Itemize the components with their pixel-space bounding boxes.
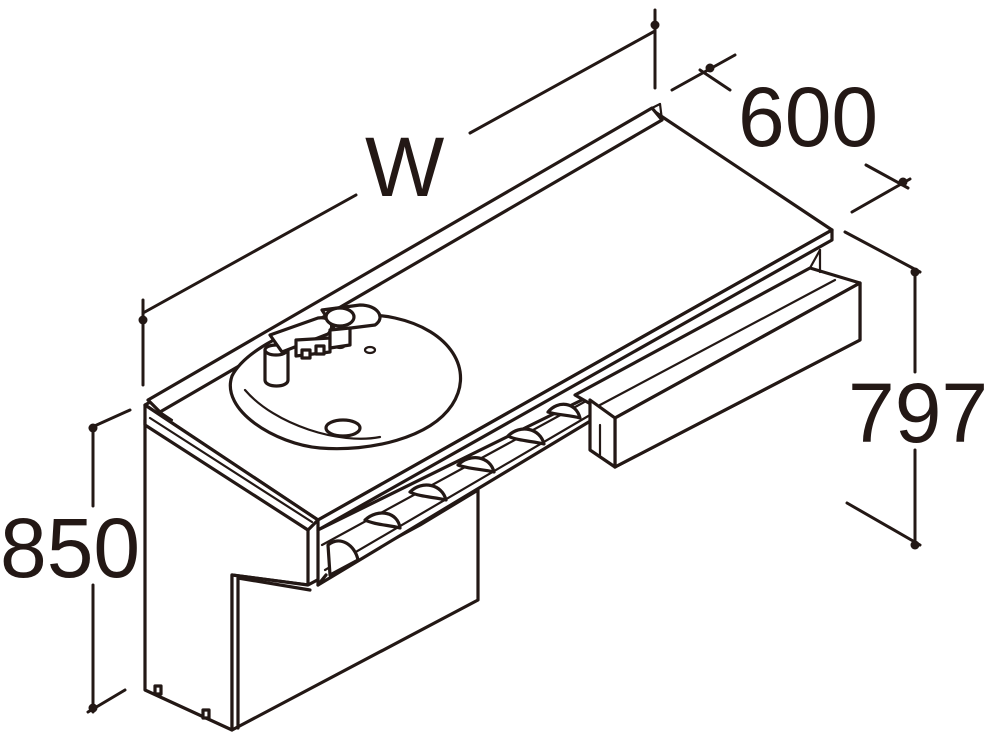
drain-icon [324,418,362,438]
counter-height-label: 797 [848,366,984,460]
shelf-bowls [326,402,582,577]
faucet-icon [263,303,382,388]
dimension-counter-height: 797 [843,230,984,550]
depth-label: 600 [738,70,878,164]
dimension-total-height: 850 [0,408,140,714]
dimension-width: W [138,8,660,387]
dimension-depth: 600 [670,53,912,214]
total-height-label: 850 [0,501,140,595]
width-label: W [365,120,444,214]
drawer [573,248,862,469]
